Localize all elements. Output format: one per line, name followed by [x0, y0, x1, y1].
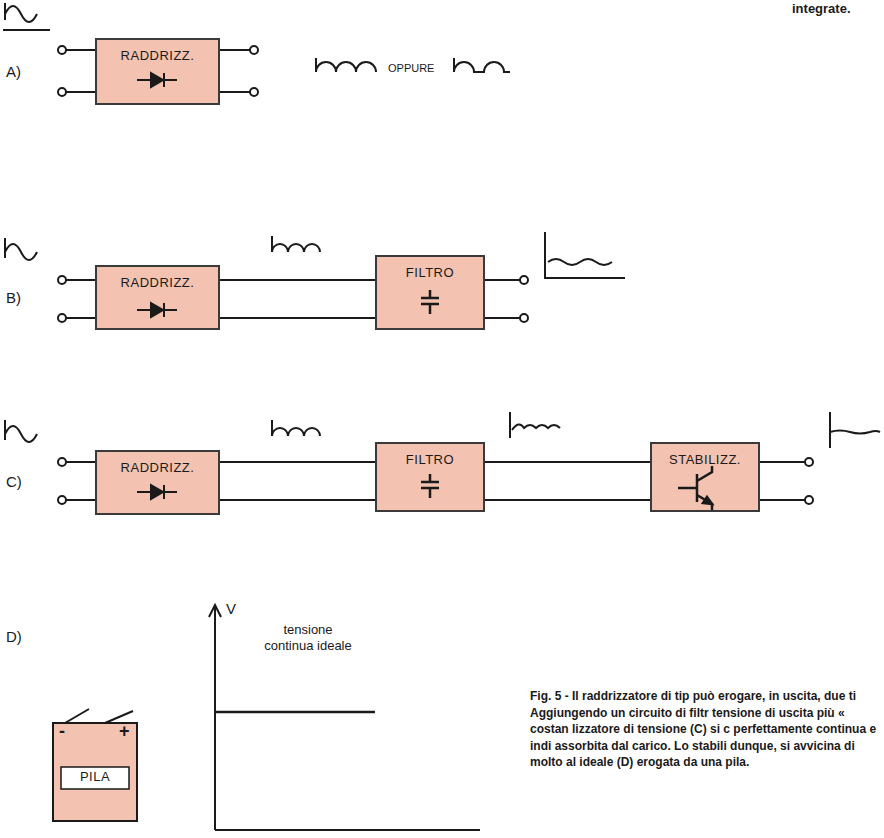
- note-text: tensione continua ideale: [262, 622, 354, 654]
- double-wire: [220, 280, 375, 318]
- process-box: RADDRIZZ.: [95, 265, 220, 330]
- battery-label: PILA: [45, 769, 145, 784]
- process-box: RADDRIZZ.: [95, 450, 220, 515]
- battery-shape: - + PILA: [45, 705, 145, 825]
- sine-wave: [5, 238, 37, 260]
- double-wire: [220, 462, 375, 500]
- full-wave: [272, 420, 320, 436]
- row-letter: A): [6, 63, 21, 80]
- note-text: integrate.: [792, 1, 851, 16]
- capacitor-symbol: [421, 474, 439, 498]
- battery-contacts: [65, 709, 133, 723]
- half-wave: [454, 58, 510, 72]
- capacitor-symbol: [421, 290, 439, 314]
- polarity-sign: +: [119, 721, 130, 742]
- full-wave: [272, 236, 320, 252]
- diode-symbol: [137, 303, 177, 317]
- polarity-sign: -: [59, 721, 66, 742]
- box-label: RADDRIZZ.: [97, 460, 218, 475]
- row-letter: D): [6, 628, 22, 645]
- process-box: FILTRO: [375, 255, 485, 330]
- row-letter: B): [6, 289, 21, 306]
- transistor-symbol: [678, 466, 712, 510]
- note-text: OPPURE: [388, 62, 434, 74]
- double-wire: [485, 462, 650, 500]
- filtered-wave: [545, 232, 625, 278]
- full-wave: [316, 58, 376, 72]
- sine-wave: [5, 3, 37, 22]
- filtered-wave: [510, 412, 560, 438]
- stable-wave: [830, 412, 880, 448]
- row-letter: C): [6, 473, 22, 490]
- process-box: STABILIZZ.: [650, 442, 760, 512]
- ideal-voltage-line: [215, 711, 375, 714]
- diode-symbol: [137, 73, 177, 87]
- chart-axes: [209, 605, 480, 830]
- box-label: RADDRIZZ.: [97, 275, 218, 290]
- box-label: FILTRO: [377, 452, 483, 467]
- diode-symbol: [137, 485, 177, 499]
- box-label: STABILIZZ.: [652, 452, 758, 467]
- process-box: RADDRIZZ.: [95, 38, 220, 105]
- figure-caption: Fig. 5 - Il raddrizzatore di tip può ero…: [530, 688, 878, 771]
- axis-line: [3, 29, 50, 31]
- box-label: RADDRIZZ.: [97, 48, 218, 63]
- process-box: FILTRO: [375, 442, 485, 512]
- box-label: FILTRO: [377, 265, 483, 280]
- sine-wave: [5, 420, 37, 442]
- axis-label: V: [226, 600, 236, 617]
